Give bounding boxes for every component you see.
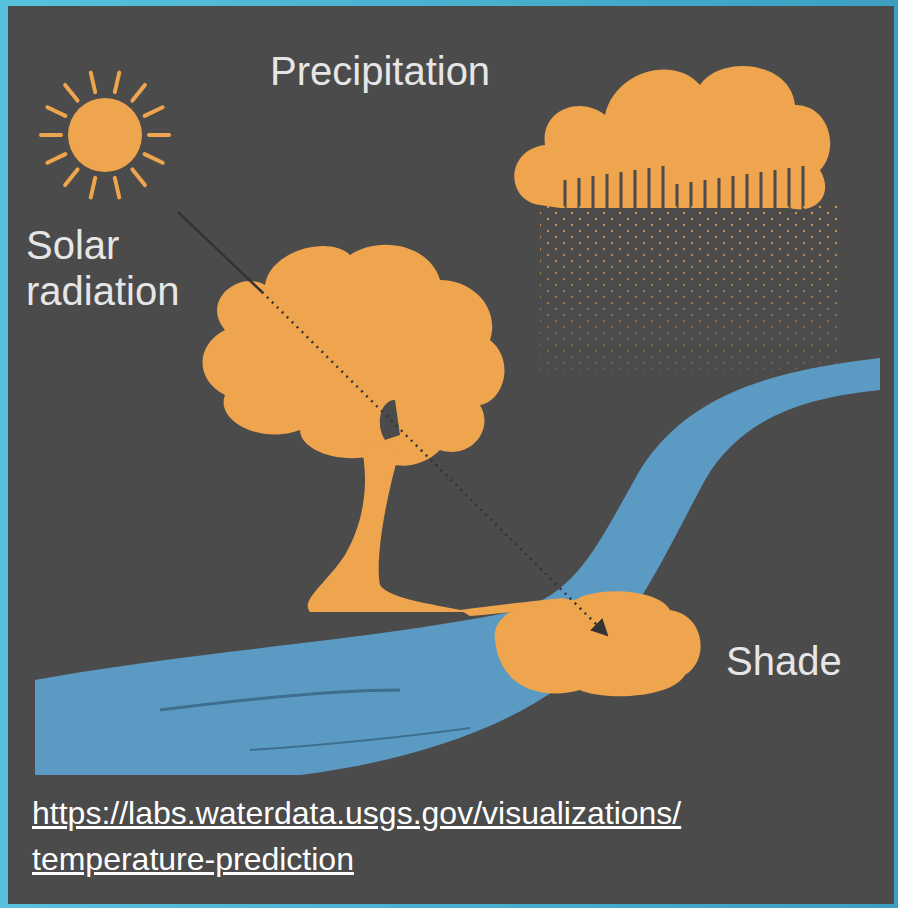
label-solar: Solar radiation <box>26 222 226 314</box>
cloud <box>514 66 840 375</box>
background <box>8 6 894 904</box>
sun <box>41 73 169 198</box>
solar-ray <box>178 212 262 292</box>
label-shade: Shade <box>726 638 842 684</box>
tree <box>203 245 701 696</box>
solar-ray-dotted <box>262 292 606 634</box>
source-link: https://labs.waterdata.usgs.gov/visualiz… <box>32 790 862 883</box>
label-precipitation: Precipitation <box>270 48 490 94</box>
caption-ground <box>8 776 894 904</box>
